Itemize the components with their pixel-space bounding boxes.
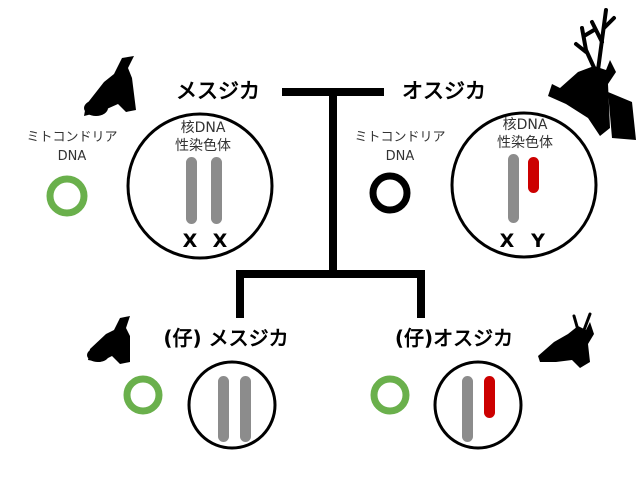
fawn-doe-head-icon [87, 316, 130, 364]
offspring-male-mito-ring [370, 375, 410, 415]
parent-female-chrom-right-label: X [213, 230, 228, 252]
parent-female: メスジカ ミトコンドリア DNA 核DNA 性染色体 X X [26, 56, 274, 260]
offspring-male-chromosome-x [462, 376, 473, 442]
parent-male-mito-label-2: DNA [386, 149, 415, 164]
parent-male-mito-label-1: ミトコンドリア [354, 130, 445, 145]
parent-female-nuclear-label-2: 性染色体 [175, 137, 231, 154]
parent-female-chromosome-x2 [211, 157, 222, 224]
doe-head-icon [84, 56, 136, 116]
parent-female-nucleus [126, 112, 274, 260]
offspring-female-chromosome-x2 [240, 376, 251, 442]
parent-male-nucleus [450, 111, 598, 259]
parent-male: オスジカ ミトコンドリア DNA 核DNA 性染色体 X Y [354, 8, 636, 259]
offspring-male-nucleus [433, 360, 523, 450]
fawn-stag-head-icon [538, 312, 594, 368]
parent-male-chrom-right-label: Y [530, 230, 545, 252]
parent-male-chrom-left-label: X [500, 230, 515, 252]
offspring-male-title: (仔)オスジカ [395, 326, 513, 350]
parent-female-chrom-left-label: X [183, 230, 198, 252]
offspring-male: (仔)オスジカ [370, 312, 594, 450]
parent-male-nuclear-label-2: 性染色体 [497, 134, 553, 151]
offspring-female-chromosome-x1 [218, 376, 229, 442]
parent-male-chromosome-y [528, 157, 539, 193]
parent-female-title: メスジカ [176, 79, 260, 103]
offspring-female: (仔) メスジカ [87, 316, 289, 450]
parent-male-title: オスジカ [402, 79, 486, 103]
offspring-female-nucleus [187, 360, 277, 450]
parent-male-mito-ring [369, 172, 411, 214]
stag-head-icon [548, 8, 636, 140]
parent-female-chromosome-x1 [186, 157, 197, 224]
parent-female-nuclear-label-1: 核DNA [181, 120, 226, 136]
offspring-female-mito-ring [123, 375, 163, 415]
parent-female-mito-ring [46, 175, 88, 217]
parent-female-mito-label-2: DNA [58, 149, 87, 164]
offspring-male-chromosome-y [484, 376, 495, 418]
parent-female-mito-label-1: ミトコンドリア [26, 130, 117, 145]
pedigree-lines [236, 88, 425, 318]
parent-male-nuclear-label-1: 核DNA [503, 117, 548, 133]
offspring-female-title: (仔) メスジカ [163, 326, 288, 350]
parent-male-chromosome-x [508, 154, 519, 223]
